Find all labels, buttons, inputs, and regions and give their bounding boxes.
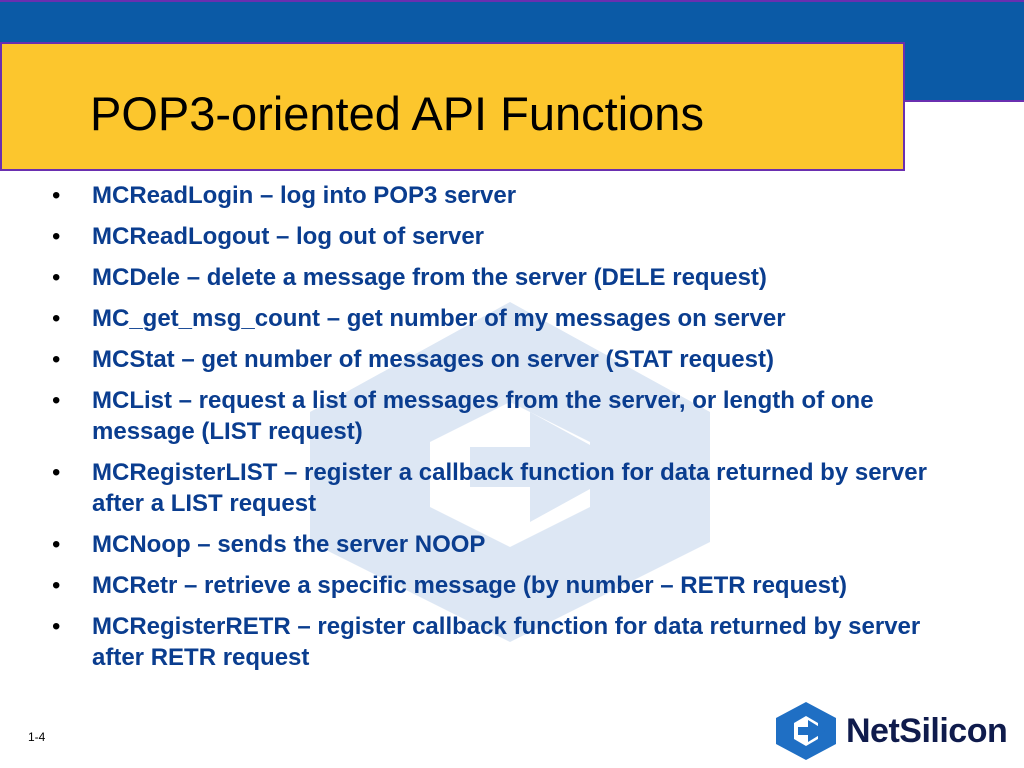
bullet-text: MC_get_msg_count – get number of my mess… (92, 305, 786, 332)
bullet-dot: • (52, 182, 61, 209)
bullet-dot: • (52, 346, 61, 373)
bullet-item: • MCReadLogout – log out of server (50, 221, 970, 252)
bullet-text: MCRegisterLIST – register a callback fun… (92, 459, 927, 517)
bullet-item: • MCRegisterRETR – register callback func… (50, 611, 970, 673)
netsilicon-logo: NetSilicon (774, 700, 1019, 762)
bullet-text: MCDele – delete a message from the serve… (92, 264, 767, 291)
bullet-item: • MC_get_msg_count – get number of my mes… (50, 303, 970, 334)
bullet-text: MCReadLogout – log out of server (92, 223, 485, 250)
bullet-list: • MCReadLogin – log into POP3 server • MCRe… (50, 180, 970, 683)
bullet-dot: • (52, 264, 61, 291)
bullet-item: • MCNoop – sends the server NOOP (50, 529, 970, 560)
title-box: POP3-oriented API Functions (0, 42, 905, 171)
bullet-item: • MCList – request a list of messages fro… (50, 385, 970, 447)
bullet-text: MCRegisterRETR – register callback funct… (92, 613, 921, 671)
bullet-text: MCList – request a list of messages from… (92, 387, 874, 445)
slide-number: 1-4 (28, 730, 46, 744)
bullet-item: • MCReadLogin – log into POP3 server (50, 180, 970, 211)
bullet-text: MCReadLogin – log into POP3 server (92, 182, 517, 209)
bullet-dot: • (52, 572, 61, 599)
bullet-dot: • (52, 613, 61, 640)
bullet-dot: • (52, 223, 61, 250)
bullet-text: MCRetr – retrieve a specific message (by… (92, 572, 847, 599)
watermark-logo-icon (310, 302, 710, 642)
netsilicon-logo-icon (776, 702, 836, 760)
bullet-item: • MCDele – delete a message from the serv… (50, 262, 970, 293)
slide-title: POP3-oriented API Functions (90, 87, 704, 140)
bullet-dot: • (52, 387, 61, 414)
bullet-dot: • (52, 531, 61, 558)
bullet-item: • MCRegisterLIST – register a callback fu… (50, 457, 970, 519)
logo-text: NetSilicon (846, 712, 1008, 750)
bullet-text: MCStat – get number of messages on serve… (92, 346, 774, 373)
bullet-item: • MCStat – get number of messages on serv… (50, 344, 970, 375)
bullet-item: • MCRetr – retrieve a specific message (b… (50, 570, 970, 601)
bullet-dot: • (52, 459, 61, 486)
bullet-text: MCNoop – sends the server NOOP (92, 531, 486, 558)
bullet-dot: • (52, 305, 61, 332)
